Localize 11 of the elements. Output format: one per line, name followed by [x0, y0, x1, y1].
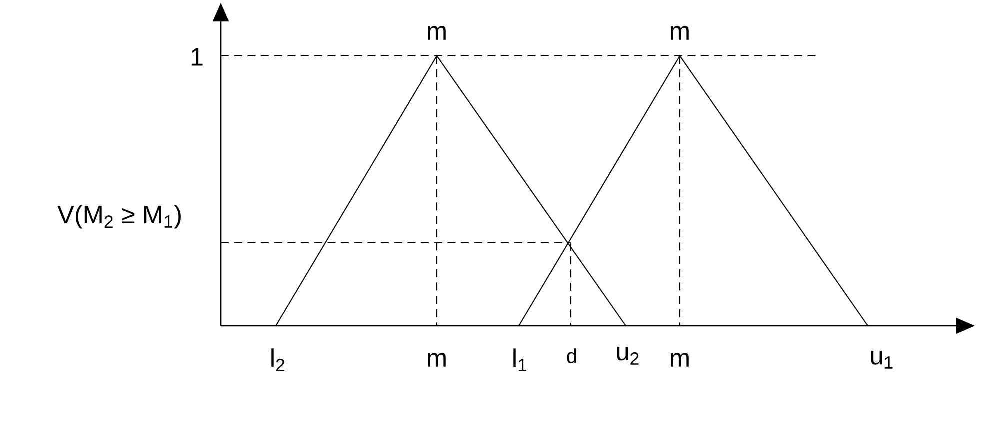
point-label: l$_{1}$ — [514, 348, 527, 372]
point-label: m — [671, 353, 689, 367]
point-label: m — [671, 26, 689, 40]
axis-label: V(M$_{2}$ ≥ M$_{1}$) — [58, 205, 181, 229]
point-label: u$_{2}$ — [617, 347, 639, 365]
point-label: l$_{2}$ — [272, 348, 285, 372]
point-label: u$_{1}$ — [871, 351, 893, 369]
point-label: m — [428, 353, 446, 367]
point-label: m — [428, 26, 446, 40]
tick-label: 1 — [192, 48, 203, 66]
point-label: d — [567, 348, 576, 364]
